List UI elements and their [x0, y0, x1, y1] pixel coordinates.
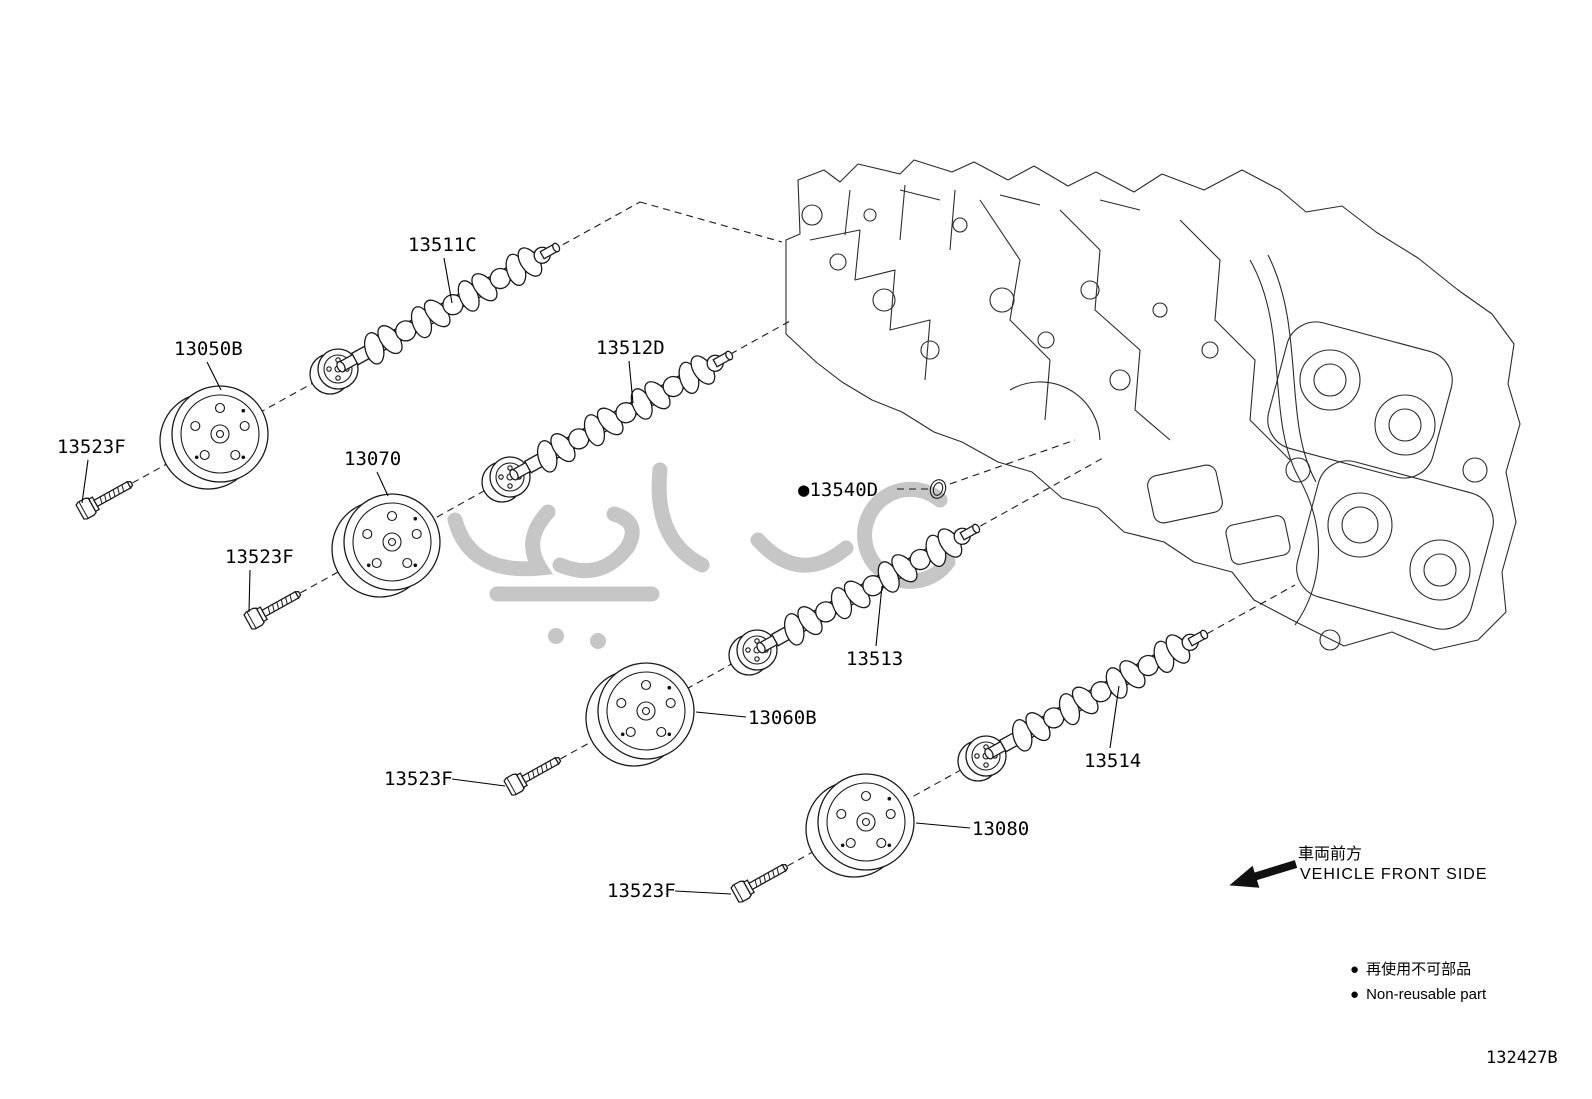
legend-text-en: Non-reusable part	[1366, 986, 1487, 1003]
legend-non-reusable-en: ● Non-reusable part	[1350, 986, 1486, 1003]
part-label-13523f-2: 13523F	[225, 546, 294, 568]
vehicle-front-label-en: VEHICLE FRONT SIDE	[1300, 866, 1488, 883]
part-label-13523f-1: 13523F	[57, 436, 126, 458]
legend-non-reusable-jp: ● 再使用不可部品	[1350, 958, 1471, 979]
part-label-13514: 13514	[1084, 750, 1142, 772]
pulley-13060b	[585, 662, 695, 767]
pulley-13080	[805, 773, 915, 878]
part-label-13523f-3: 13523F	[384, 768, 453, 790]
vehicle-front-label-jp: 車両前方	[1298, 846, 1363, 863]
legend-bullet-icon: ●	[1350, 986, 1360, 1003]
part-label-13540d: ●13540D	[798, 479, 878, 501]
part-label-13060b: 13060B	[748, 707, 817, 729]
legend-text-jp: 再使用不可部品	[1366, 961, 1472, 978]
non-reusable-bullet-icon: ●	[798, 479, 810, 501]
part-label-13070: 13070	[344, 448, 402, 470]
pulley-13050b	[159, 385, 269, 490]
drawing-number: 132427B	[1486, 1048, 1558, 1068]
vehicle-front-arrow	[1229, 860, 1298, 888]
leader-lines	[81, 257, 1120, 895]
part-label-13512d: 13512D	[596, 337, 665, 359]
part-label-13511c: 13511C	[408, 234, 477, 256]
part-label-13080: 13080	[972, 818, 1030, 840]
engine-block-sketch	[785, 159, 1521, 651]
legend-bullet-icon: ●	[1350, 961, 1360, 978]
seal-ring-13540d	[929, 479, 947, 499]
bolt-13523f-2	[242, 584, 305, 631]
camshaft-13512d	[501, 337, 742, 493]
camshaft-13514	[976, 616, 1217, 772]
part-label-13523f-4: 13523F	[607, 880, 676, 902]
part-label-13513: 13513	[846, 648, 904, 670]
bolt-13523f-3	[502, 750, 565, 797]
pulley-13070	[331, 493, 441, 598]
bolt-13523f-4	[729, 857, 792, 904]
part-label-13540d-text: 13540D	[809, 479, 879, 501]
parts	[74, 229, 1217, 904]
part-label-13050b: 13050B	[174, 338, 243, 360]
